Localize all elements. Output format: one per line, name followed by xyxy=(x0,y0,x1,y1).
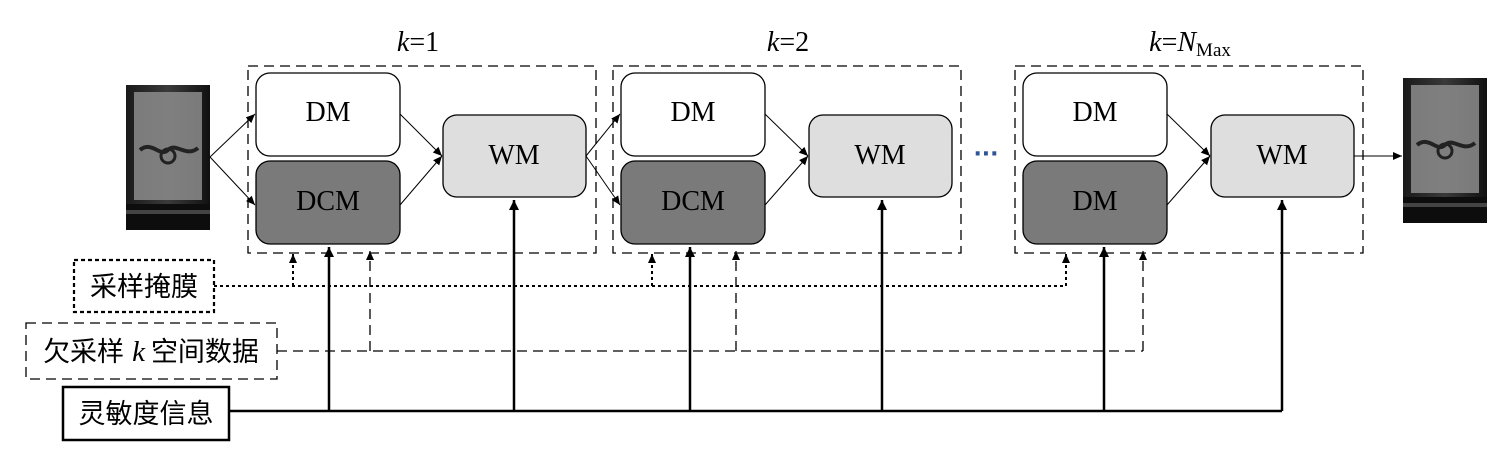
stage-1-label: k=1 xyxy=(397,27,439,58)
stage-1-dcm-label: DCM xyxy=(296,186,360,217)
stage-n-wm-label: WM xyxy=(1256,140,1307,171)
svg-text:采样掩膜: 采样掩膜 xyxy=(90,272,198,303)
output-mri-image xyxy=(1403,78,1487,223)
stage-n-dm2-module xyxy=(1022,160,1168,245)
stage-2-wm-module xyxy=(808,114,953,198)
stage-2-wm-label: WM xyxy=(854,140,905,171)
stage-1-wm-label: WM xyxy=(488,140,539,171)
input-mri-image xyxy=(126,85,210,230)
stage-1-dm-label: DM xyxy=(305,97,350,128)
stage-2-dcm-module xyxy=(620,160,766,245)
stage-2-dm-label: DM xyxy=(670,97,715,128)
stage-1: k=1 DM DCM WM xyxy=(209,27,597,254)
sensitivity-info-lines xyxy=(229,200,1287,413)
stage-n-label: k=NMax xyxy=(1149,27,1231,61)
stage-2-frame xyxy=(612,65,962,254)
stage-2: k=2 DM DCM WM xyxy=(612,27,962,254)
sampling-mask-input: 采样掩膜 xyxy=(72,258,216,314)
stage-n-frame xyxy=(1014,65,1364,254)
sampling-mask-lines xyxy=(214,254,1070,287)
stage-2-label: k=2 xyxy=(767,27,809,58)
stage-n: k=NMax DM DM WM xyxy=(1014,27,1364,254)
stage-1-frame xyxy=(247,65,597,254)
sensitivity-info-input: 灵敏度信息 xyxy=(61,385,231,442)
undersampled-kspace-lines xyxy=(277,251,1147,352)
ellipsis-dots: ··· xyxy=(973,142,998,167)
stage-2-dcm-label: DCM xyxy=(661,186,725,217)
stage-n-dm-label: DM xyxy=(1072,97,1117,128)
stage-n-dm2-label: DM xyxy=(1072,186,1117,217)
stage-1-dcm-module xyxy=(255,160,401,245)
svg-text:灵敏度信息: 灵敏度信息 xyxy=(79,399,214,430)
